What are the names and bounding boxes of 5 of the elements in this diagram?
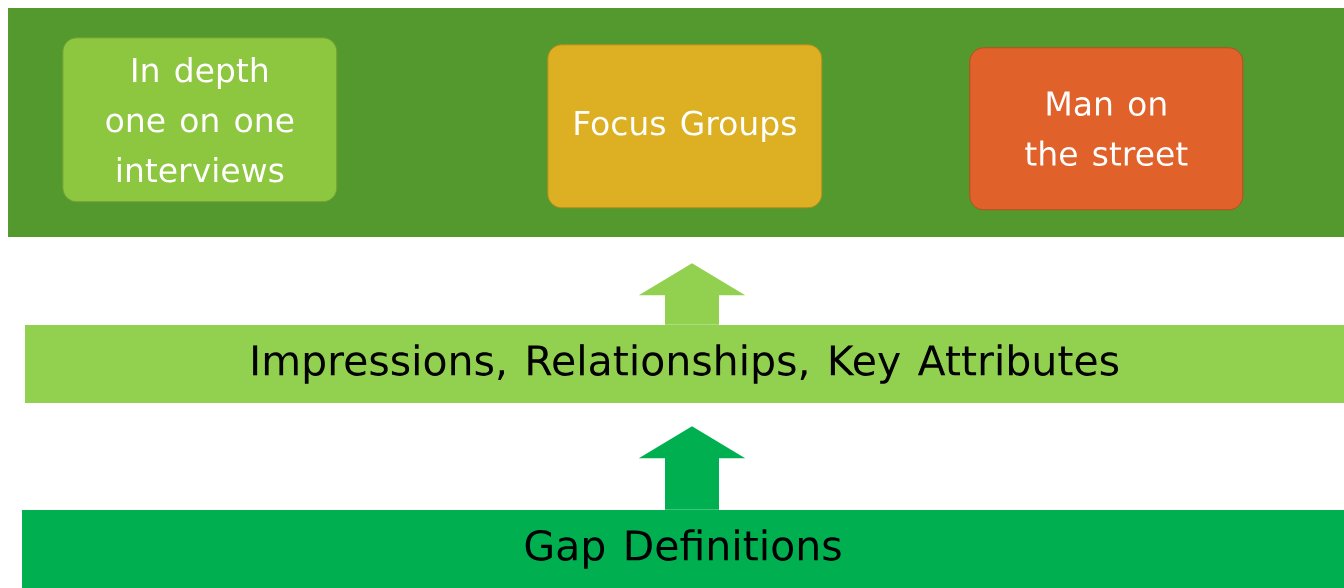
method-box: Man on the street (969, 47, 1244, 211)
method-box: In depth one on one interviews (62, 37, 338, 203)
band-box: Impressions, Relationships, Key Attributes (25, 325, 1344, 403)
band-box: Gap Definitions (22, 510, 1344, 588)
method-box: Focus Groups (547, 44, 823, 209)
